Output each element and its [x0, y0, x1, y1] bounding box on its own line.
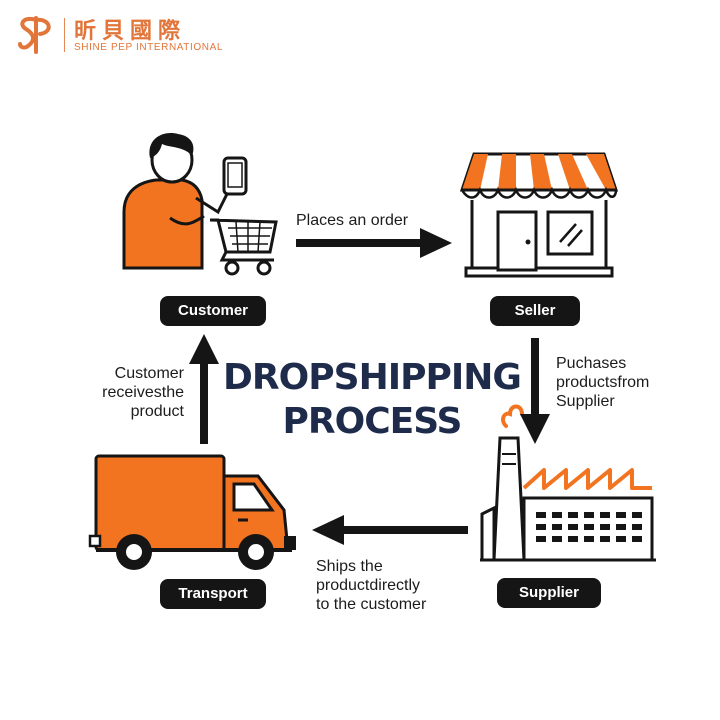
page-title: DROPSHIPPING PROCESS [222, 356, 522, 444]
storefront-icon [458, 150, 620, 278]
brand-english-name: SHINE PEP INTERNATIONAL [74, 42, 223, 53]
brand-chinese-name: 昕貝國際 [74, 13, 186, 45]
step-purchases: Puchases productsfrom Supplier [556, 354, 649, 411]
transport-label: Transport [160, 579, 266, 609]
customer-label: Customer [160, 296, 266, 326]
arrow-seller-to-supplier [518, 338, 552, 446]
shopper-with-cart-icon [110, 128, 290, 278]
seller-label: Seller [490, 296, 580, 326]
arrow-supplier-to-transport [312, 513, 468, 547]
brand-divider [64, 18, 65, 52]
title-line-1: DROPSHIPPING [222, 356, 522, 400]
supplier-label: Supplier [497, 578, 601, 608]
title-line-2: PROCESS [222, 400, 522, 444]
step-places-order: Places an order [296, 211, 408, 230]
arrow-customer-to-seller [296, 226, 454, 260]
arrow-transport-to-customer [187, 332, 221, 444]
step-ships: Ships the productdirectly to the custome… [316, 557, 426, 614]
step-receives: Customer receivesthe product [84, 364, 184, 421]
delivery-truck-icon [88, 452, 300, 576]
brand-logo-icon [14, 14, 58, 54]
